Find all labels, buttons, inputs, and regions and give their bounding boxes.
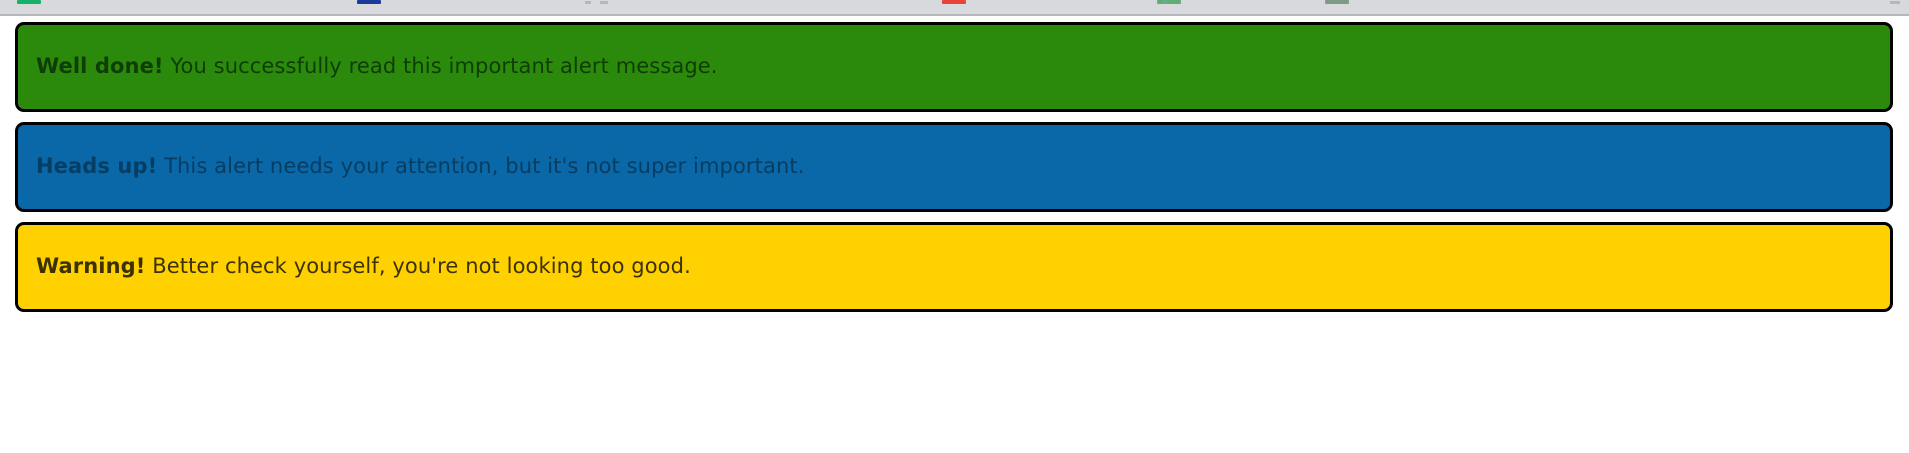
- alert-warning-heading: Warning!: [36, 254, 146, 279]
- alert-success: Well done! You successfully read this im…: [15, 22, 1893, 112]
- page-content: Well done! You successfully read this im…: [0, 16, 1909, 453]
- alert-info-text: Heads up! This alert needs your attentio…: [36, 153, 804, 180]
- tab-favicon-blue[interactable]: [357, 0, 381, 4]
- tab-favicon-red[interactable]: [942, 0, 966, 4]
- tab-title-sliver: [600, 1, 608, 4]
- alert-success-text: Well done! You successfully read this im…: [36, 53, 718, 80]
- alert-info-message: This alert needs your attention, but it'…: [157, 154, 805, 179]
- alert-warning: Warning! Better check yourself, you're n…: [15, 222, 1893, 312]
- alert-list: Well done! You successfully read this im…: [15, 22, 1893, 322]
- alert-warning-text: Warning! Better check yourself, you're n…: [36, 253, 691, 280]
- tab-title-sliver: [585, 1, 591, 4]
- tab-favicon-gray[interactable]: [1325, 0, 1349, 4]
- alert-warning-message: Better check yourself, you're not lookin…: [145, 254, 691, 279]
- tab-title-sliver: [1890, 1, 1900, 4]
- alert-info: Heads up! This alert needs your attentio…: [15, 122, 1893, 212]
- alert-success-heading: Well done!: [36, 54, 164, 79]
- alert-info-heading: Heads up!: [36, 154, 158, 179]
- browser-tab-strip: [0, 0, 1909, 16]
- tab-favicon-green[interactable]: [17, 0, 41, 4]
- tab-favicon-green-2[interactable]: [1157, 0, 1181, 4]
- tab-title-sliver: [1163, 1, 1167, 4]
- alert-success-message: You successfully read this important ale…: [163, 54, 718, 79]
